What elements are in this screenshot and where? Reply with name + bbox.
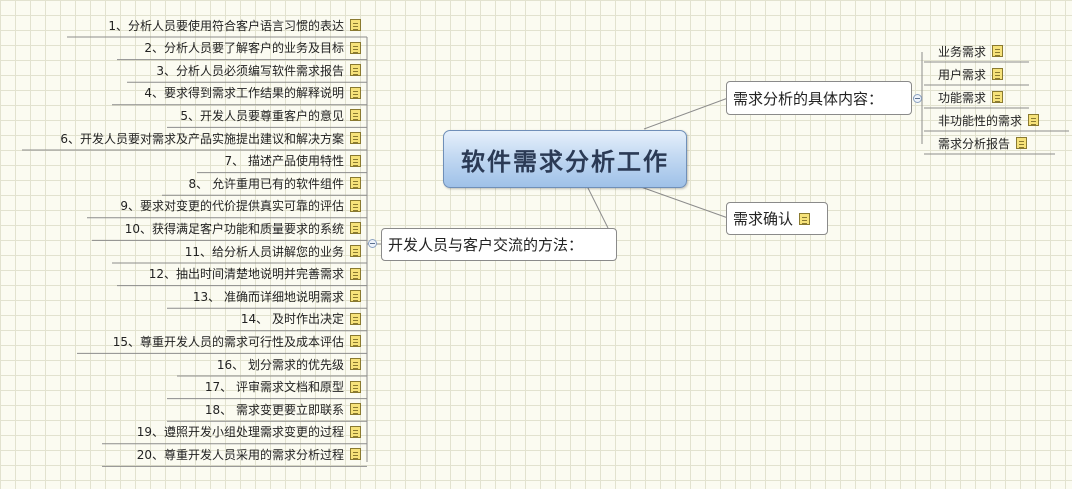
leaf-communication-item[interactable]: 14、 及时作出决定 xyxy=(0,309,361,329)
leaf-label: 业务需求 xyxy=(938,44,987,59)
leaf-label: 19、遵照开发小组处理需求变更的过程 xyxy=(136,425,344,440)
leaf-label: 16、 划分需求的优先级 xyxy=(216,357,344,372)
note-icon[interactable] xyxy=(350,177,361,190)
leaf-communication-item[interactable]: 16、 划分需求的优先级 xyxy=(0,354,361,374)
branch-requirements-confirm-label: 需求确认 xyxy=(733,210,794,228)
leaf-label: 用户需求 xyxy=(938,67,987,82)
branch-requirements-content[interactable]: 需求分析的具体内容： xyxy=(726,81,912,115)
note-icon[interactable] xyxy=(350,425,361,438)
branch-requirements-confirm[interactable]: 需求确认 xyxy=(726,202,828,235)
leaf-communication-item[interactable]: 13、 准确而详细地说明需求 xyxy=(0,286,361,306)
note-icon[interactable] xyxy=(350,245,361,257)
leaf-label: 11、给分析人员讲解您的业务 xyxy=(184,244,344,259)
note-icon[interactable] xyxy=(350,448,361,461)
note-icon[interactable] xyxy=(350,403,361,416)
leaf-label: 20、尊重开发人员采用的需求分析过程 xyxy=(136,447,344,462)
note-icon[interactable] xyxy=(350,199,361,212)
leaf-communication-item[interactable]: 3、分析人员必须编写软件需求报告 xyxy=(0,60,361,80)
note-icon[interactable] xyxy=(799,212,811,225)
note-icon[interactable] xyxy=(350,64,361,77)
leaf-label: 5、开发人员要尊重客户的意见 xyxy=(180,108,344,123)
branch-communication-methods[interactable]: 开发人员与客户交流的方法： xyxy=(381,228,617,261)
leaf-label: 12、抽出时间清楚地说明并完善需求 xyxy=(148,267,344,282)
branch-requirements-content-label: 需求分析的具体内容： xyxy=(733,89,884,108)
note-icon[interactable] xyxy=(992,68,1004,80)
leaf-requirement-content-item[interactable]: 用户需求 xyxy=(938,64,1004,84)
central-topic[interactable]: 软件需求分析工作 xyxy=(443,130,687,188)
leaf-label: 6、开发人员要对需求及产品实施提出建议和解决方案 xyxy=(60,131,344,146)
collapse-minus-icon[interactable] xyxy=(913,94,922,103)
leaf-requirement-content-item[interactable]: 非功能性的需求 xyxy=(938,110,1040,130)
leaf-requirement-content-item[interactable]: 业务需求 xyxy=(938,41,1004,61)
leaf-label: 18、 需求变更要立即联系 xyxy=(204,402,344,417)
leaf-communication-item[interactable]: 2、分析人员要了解客户的业务及目标 xyxy=(0,38,361,58)
note-icon[interactable] xyxy=(992,91,1004,103)
note-icon[interactable] xyxy=(350,132,361,144)
leaf-label: 8、 允许重用已有的软件组件 xyxy=(188,176,344,191)
leaf-label: 3、分析人员必须编写软件需求报告 xyxy=(156,63,344,78)
note-icon[interactable] xyxy=(350,312,361,325)
note-icon[interactable] xyxy=(350,267,361,280)
leaf-label: 14、 及时作出决定 xyxy=(240,312,344,327)
note-icon[interactable] xyxy=(992,45,1004,57)
leaf-label: 17、 评审需求文档和原型 xyxy=(204,380,344,395)
leaf-label: 功能需求 xyxy=(938,90,987,105)
note-icon[interactable] xyxy=(1028,114,1040,126)
note-icon[interactable] xyxy=(350,19,361,31)
central-topic-label: 软件需求分析工作 xyxy=(461,147,669,176)
leaf-label: 需求分析报告 xyxy=(938,136,1011,151)
note-icon[interactable] xyxy=(350,86,361,99)
leaf-communication-item[interactable]: 10、获得满足客户功能和质量要求的系统 xyxy=(0,218,361,238)
leaf-communication-item[interactable]: 15、尊重开发人员的需求可行性及成本评估 xyxy=(0,331,361,351)
leaf-label: 非功能性的需求 xyxy=(938,113,1023,128)
leaf-communication-item[interactable]: 7、 描述产品使用特性 xyxy=(0,151,361,171)
leaf-communication-item[interactable]: 19、遵照开发小组处理需求变更的过程 xyxy=(0,422,361,442)
leaf-label: 2、分析人员要了解客户的业务及目标 xyxy=(144,41,344,56)
leaf-communication-item[interactable]: 9、要求对变更的代价提供真实可靠的评估 xyxy=(0,196,361,216)
collapse-minus-icon[interactable] xyxy=(368,239,377,248)
note-icon[interactable] xyxy=(350,222,361,235)
leaf-communication-item[interactable]: 18、 需求变更要立即联系 xyxy=(0,399,361,419)
note-icon[interactable] xyxy=(350,290,361,303)
branch-communication-methods-label: 开发人员与客户交流的方法： xyxy=(388,236,584,254)
leaf-communication-item[interactable]: 17、 评审需求文档和原型 xyxy=(0,377,361,397)
leaf-communication-item[interactable]: 4、要求得到需求工作结果的解释说明 xyxy=(0,83,361,103)
note-icon[interactable] xyxy=(350,41,361,54)
note-icon[interactable] xyxy=(350,380,361,393)
leaf-label: 10、获得满足客户功能和质量要求的系统 xyxy=(124,221,344,236)
leaf-communication-item[interactable]: 11、给分析人员讲解您的业务 xyxy=(0,241,361,261)
leaf-communication-item[interactable]: 6、开发人员要对需求及产品实施提出建议和解决方案 xyxy=(0,128,361,148)
leaf-communication-item[interactable]: 8、 允许重用已有的软件组件 xyxy=(0,173,361,193)
leaf-label: 1、分析人员要使用符合客户语言习惯的表达 xyxy=(108,18,344,33)
note-icon[interactable] xyxy=(350,358,361,370)
leaf-communication-item[interactable]: 12、抽出时间清楚地说明并完善需求 xyxy=(0,264,361,284)
leaf-label: 13、 准确而详细地说明需求 xyxy=(192,289,344,304)
leaf-requirement-content-item[interactable]: 功能需求 xyxy=(938,87,1004,107)
leaf-communication-item[interactable]: 5、开发人员要尊重客户的意见 xyxy=(0,105,361,125)
note-icon[interactable] xyxy=(350,109,361,122)
note-icon[interactable] xyxy=(1016,137,1028,149)
leaf-label: 7、 描述产品使用特性 xyxy=(224,154,344,169)
leaf-label: 15、尊重开发人员的需求可行性及成本评估 xyxy=(112,334,344,349)
leaf-requirement-content-item[interactable]: 需求分析报告 xyxy=(938,133,1028,153)
leaf-communication-item[interactable]: 20、尊重开发人员采用的需求分析过程 xyxy=(0,444,361,464)
leaf-label: 4、要求得到需求工作结果的解释说明 xyxy=(144,86,344,101)
leaf-label: 9、要求对变更的代价提供真实可靠的评估 xyxy=(120,199,344,214)
leaf-communication-item[interactable]: 1、分析人员要使用符合客户语言习惯的表达 xyxy=(0,15,361,35)
note-icon[interactable] xyxy=(350,335,361,348)
note-icon[interactable] xyxy=(350,154,361,167)
